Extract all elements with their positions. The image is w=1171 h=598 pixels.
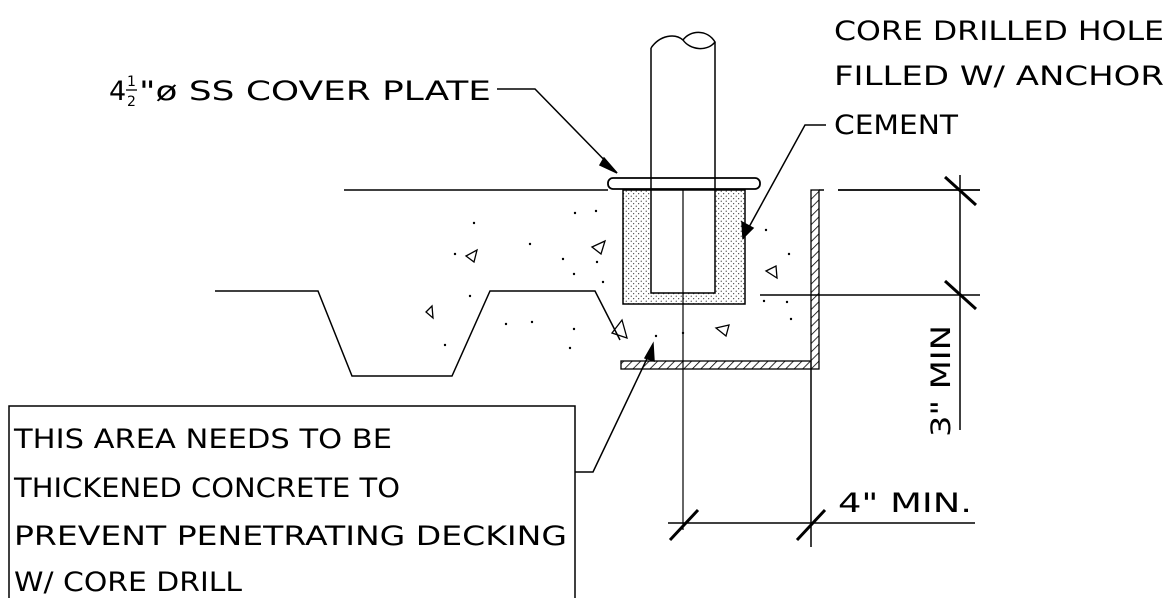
leader-core-hole (741, 124, 826, 240)
label-cover-plate: 4 1 2 "ø SS COVER PLATE (109, 74, 491, 110)
cover-plate-whole: 4 (109, 76, 126, 107)
note-line-1: THIS AREA NEEDS TO BE (13, 424, 392, 455)
dim-horizontal-text: 4" MIN. (838, 488, 972, 519)
concrete-dots (443, 209, 793, 350)
note-line-2: THICKENED CONCRETE TO (13, 473, 400, 504)
note-line-4: W/ CORE DRILL (14, 567, 242, 598)
label-core-hole: CORE DRILLED HOLE FILLED W/ ANCHOR CEMEN… (834, 16, 1164, 141)
core-hole-line-2: FILLED W/ ANCHOR (834, 61, 1164, 92)
cover-plate (607, 177, 761, 190)
core-hole-line-1: CORE DRILLED HOLE (834, 16, 1164, 47)
dim-vertical (760, 175, 980, 430)
core-hole-line-3: CEMENT (834, 110, 959, 141)
label-dim-vertical: 3" MIN (926, 325, 957, 437)
label-dim-horizontal: 4" MIN. (838, 488, 972, 519)
thickened-concrete-outline (620, 189, 824, 370)
note-line-3: PREVENT PENETRATING DECKING (14, 521, 567, 552)
cover-plate-text: "ø SS COVER PLATE (139, 76, 491, 107)
label-note-box: THIS AREA NEEDS TO BE THICKENED CONCRETE… (13, 424, 567, 598)
cover-plate-frac-num: 1 (127, 74, 136, 90)
metal-deck-profile (215, 290, 621, 377)
leader-note-box (575, 341, 655, 473)
dim-vertical-text: 3" MIN (926, 325, 957, 437)
note-box (8, 405, 576, 598)
concrete-aggregate (425, 239, 778, 340)
cover-plate-frac-den: 2 (127, 94, 136, 110)
dim-horizontal (668, 369, 975, 547)
leader-cover-plate (497, 88, 618, 174)
post (650, 31, 716, 530)
